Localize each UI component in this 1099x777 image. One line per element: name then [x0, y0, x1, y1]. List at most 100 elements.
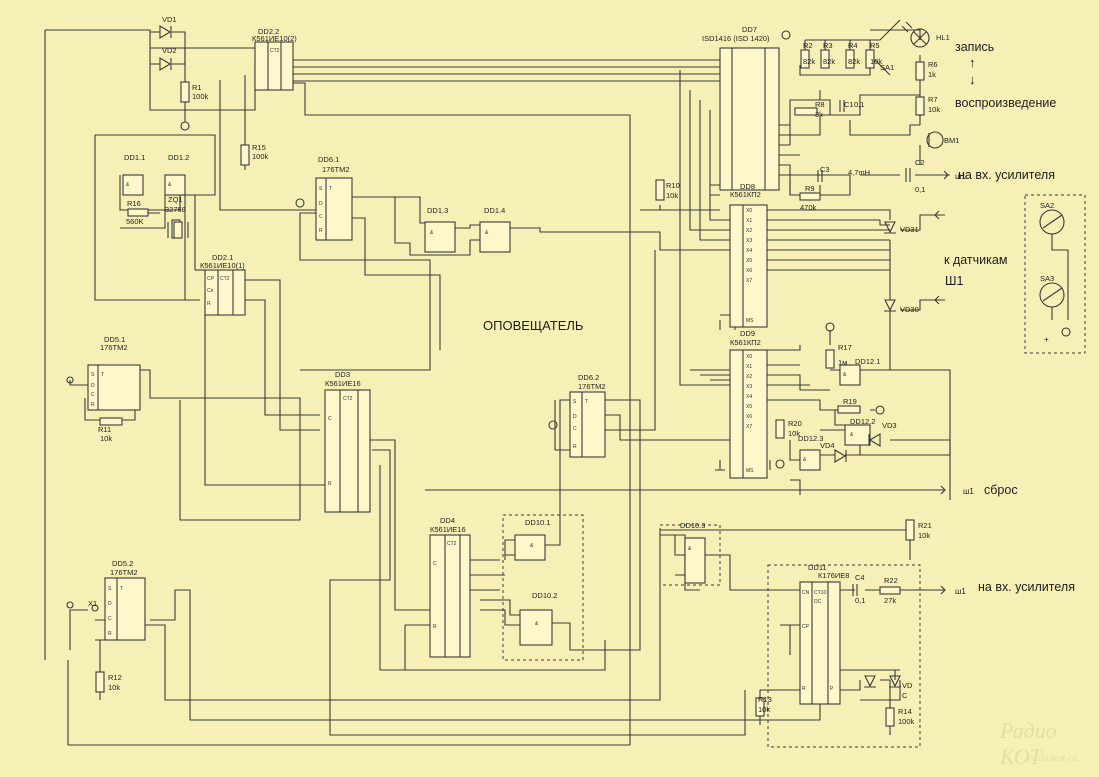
svg-text:D: D — [108, 601, 112, 607]
label-dd2-2: DD2.2 — [258, 27, 279, 36]
label-dd5-1: DD5.1 — [104, 335, 125, 344]
label-playback: воспроизведение — [955, 96, 1057, 110]
sensor-box: SA2 SA3 + — [1024, 194, 1086, 354]
component-label: R2 — [803, 41, 813, 50]
component-label: R21 — [918, 521, 932, 530]
chip-dd12-2: & DD12.2 — [844, 417, 875, 446]
label-dd11: DD11 — [808, 563, 827, 572]
component-label: 3k — [815, 110, 823, 119]
block-dd10: & DD10.1 & DD10.2 — [502, 514, 584, 661]
svg-text:CN: CN — [802, 590, 810, 596]
component-label: 10k — [758, 705, 770, 714]
label-dd6-1: DD6.1 — [318, 155, 339, 164]
label-dd3: DD3 — [335, 370, 350, 379]
component-label: 82k — [803, 57, 815, 66]
label-to-sensors: к датчикам — [944, 253, 1008, 267]
label-sa3: SA3 — [1040, 274, 1054, 283]
svg-text:MS: MS — [746, 318, 754, 324]
svg-text:&: & — [843, 372, 847, 378]
svg-text:X5: X5 — [746, 258, 752, 264]
svg-text:C: C — [108, 616, 112, 622]
label-amp-in-2: на вх. усилителя — [978, 580, 1075, 594]
label-dd2-1: DD2.1 — [212, 253, 233, 262]
component-label: ZQ1 — [168, 195, 183, 204]
component-label: R15 — [252, 143, 266, 152]
passives — [66, 19, 944, 688]
component-label: 10k — [928, 105, 940, 114]
svg-text:DC: DC — [814, 599, 822, 605]
svg-text:X0: X0 — [746, 208, 752, 214]
svg-text:D: D — [573, 414, 577, 420]
type-dd6-1: 176ТМ2 — [322, 165, 350, 174]
label-dd9: DD9 — [740, 329, 755, 338]
component-label: VD3 — [882, 421, 897, 430]
label-dd8: DD8 — [740, 182, 755, 191]
svg-text:X3: X3 — [746, 238, 752, 244]
svg-text:C: C — [319, 214, 323, 220]
component-label: R3 — [823, 41, 833, 50]
svg-text:X7: X7 — [746, 424, 752, 430]
svg-text:&: & — [803, 457, 807, 463]
label-dd10-1: DD10.1 — [525, 518, 550, 527]
svg-text:Cn: Cn — [207, 288, 214, 294]
component-label: 560K — [126, 217, 144, 226]
svg-text:MS: MS — [746, 468, 754, 474]
component-label: 100k — [252, 152, 269, 161]
component-label: VD30 — [900, 305, 919, 314]
component-label: 82k — [823, 57, 835, 66]
component-label: C — [902, 691, 908, 700]
label-dd6-2: DD6.2 — [578, 373, 599, 382]
type-dd9: К561КП2 — [730, 338, 761, 347]
component-label: R22 — [884, 576, 898, 585]
svg-text:X2: X2 — [746, 228, 752, 234]
svg-text:&: & — [485, 230, 489, 236]
svg-text:X2: X2 — [746, 374, 752, 380]
component-label: R5 — [870, 41, 880, 50]
component-label: 32768 — [165, 205, 186, 214]
svg-text:D: D — [91, 383, 95, 389]
component-label: 1м — [838, 358, 847, 367]
component-label: C4 — [855, 573, 865, 582]
component-label: R9 — [805, 184, 815, 193]
label-sh1-c: ш1 — [955, 587, 966, 596]
label-dd7: DD7 — [742, 25, 757, 34]
svg-text:S: S — [319, 186, 323, 192]
component-label: VD31 — [900, 225, 919, 234]
component-label: 100k — [898, 717, 915, 726]
chip-dd1-3: & DD1.3 — [424, 206, 456, 253]
connector-arrows — [930, 170, 949, 595]
component-label: SA1 — [880, 63, 894, 72]
watermark-url: radiokot.ru — [1028, 752, 1078, 764]
component-label: C2 — [915, 158, 925, 167]
type-dd5-2: 176ТМ2 — [110, 568, 138, 577]
svg-text:+: + — [1044, 335, 1049, 344]
svg-text:R: R — [573, 444, 577, 450]
label-dd12-2: DD12.2 — [850, 417, 875, 426]
watermark-logo: Радио КОТ — [1000, 718, 1057, 769]
component-label: R14 — [898, 707, 912, 716]
svg-text:CT2: CT2 — [343, 396, 353, 402]
component-label: R17 — [838, 343, 852, 352]
type-dd6-2: 176ТМ2 — [578, 382, 606, 391]
component-label: R12 — [108, 673, 122, 682]
component-label: 27k — [884, 596, 896, 605]
label-reset: сброс — [984, 483, 1018, 497]
type-dd4: К561ИЕ16 — [430, 525, 466, 534]
label-connector: Ш1 — [945, 274, 964, 288]
component-label: 10k — [100, 434, 112, 443]
svg-text:X3: X3 — [746, 384, 752, 390]
chip-dd2-2: DD2.2 К561ИЕ10(2) CT2 — [252, 27, 297, 91]
component-label: 10k — [870, 57, 882, 66]
svg-text:S: S — [91, 372, 95, 378]
svg-text:C: C — [433, 561, 437, 567]
component-label: 10k — [788, 429, 800, 438]
component-label: 0,1 — [854, 100, 864, 109]
chip-dd7: DD7 ISD1416 (ISD 1420) — [702, 25, 780, 191]
